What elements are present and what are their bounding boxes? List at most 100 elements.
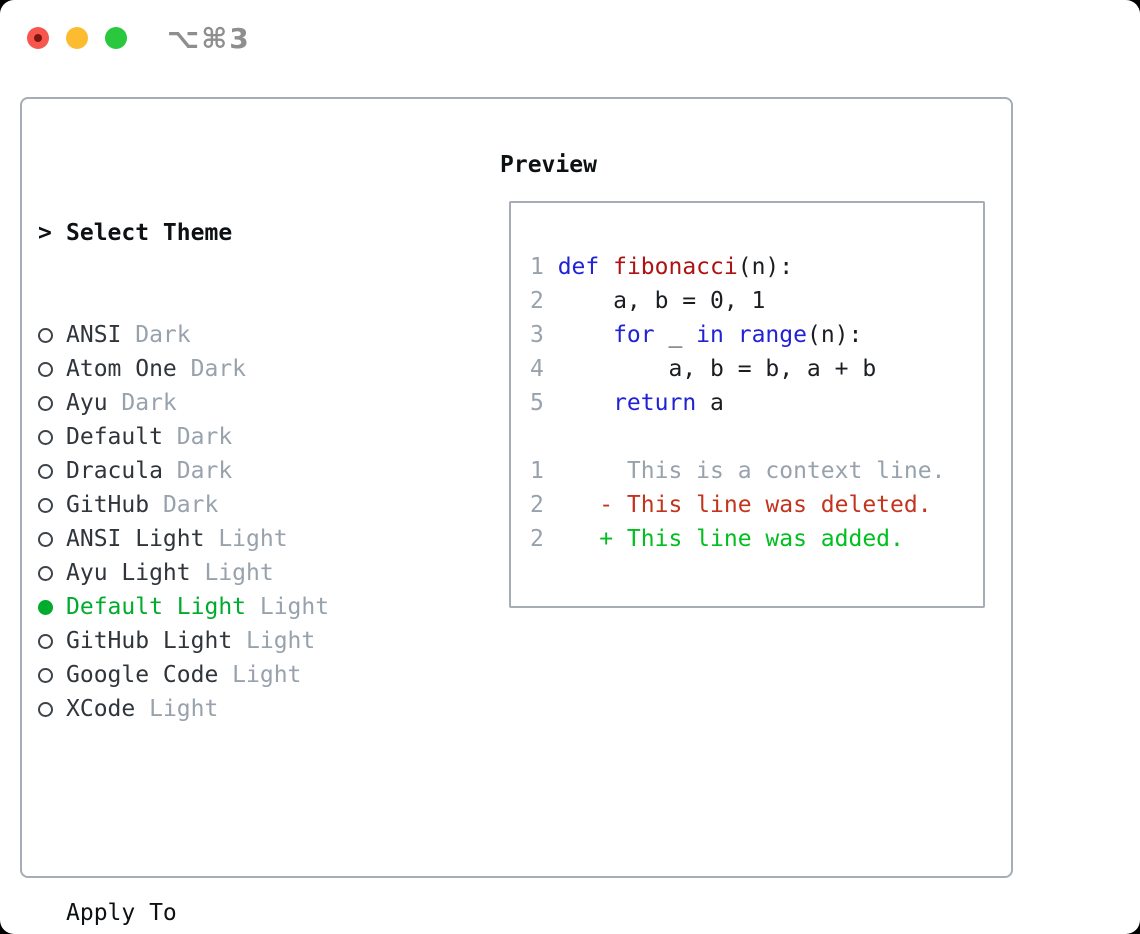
code-segment: [558, 318, 613, 352]
code-segment: fibonacci: [613, 254, 738, 280]
theme-option-github[interactable]: GitHub Dark: [38, 488, 478, 522]
radio-icon: [38, 497, 53, 513]
code-segment: [724, 318, 738, 352]
radio-marker: [38, 531, 66, 547]
zoom-button[interactable]: [105, 27, 127, 49]
option-variant: Light: [232, 662, 302, 688]
code-segment: a, b = b, a + b: [557, 356, 877, 382]
radio-marker: [38, 497, 66, 513]
radio-icon: [38, 361, 53, 377]
option-variant: Light: [246, 628, 316, 654]
code-segment: in: [696, 322, 724, 348]
titlebar: ⌥⌘3: [0, 0, 1140, 76]
line-number: 4: [530, 356, 544, 382]
option-label: ANSI: [66, 322, 122, 348]
preview-title: Preview: [500, 152, 597, 178]
theme-option-ayu[interactable]: Ayu Dark: [38, 386, 478, 420]
code-segment: return: [613, 390, 697, 416]
option-variant: Light: [259, 594, 330, 620]
option-label: ANSI Light: [66, 526, 205, 552]
option-variant: Dark: [176, 424, 233, 450]
code-segment: a, b = 0, 1: [557, 288, 766, 314]
theme-picker-header: > Select Theme: [38, 216, 478, 250]
apply-to-title: Apply To: [66, 900, 177, 926]
theme-option-xcode[interactable]: XCode Light: [38, 692, 478, 726]
line-number: [530, 420, 558, 454]
radio-marker: [38, 429, 66, 445]
theme-option-atom-one[interactable]: Atom One Dark: [38, 352, 478, 386]
code-line: 2 + This line was added.: [530, 522, 945, 556]
radio-icon: [38, 701, 53, 717]
spacer: [38, 794, 478, 828]
code-line: 3 for _ in range(n):: [530, 318, 945, 352]
line-number: 3: [530, 322, 544, 348]
minimize-button[interactable]: [66, 27, 88, 49]
theme-option-default-light[interactable]: Default Light Light: [38, 590, 478, 624]
code-line: 4 a, b = b, a + b: [530, 352, 945, 386]
radio-icon: [38, 667, 53, 683]
radio-icon: [38, 463, 53, 479]
option-label: Default Light: [66, 594, 247, 620]
apply-to-header: Apply To: [38, 896, 478, 930]
radio-marker: [38, 701, 66, 717]
radio-selected-icon: [38, 599, 53, 615]
code-line: [530, 420, 945, 454]
code-segment: (n):: [737, 254, 794, 280]
theme-picker-title: Select Theme: [66, 220, 233, 246]
theme-option-ansi[interactable]: ANSI Dark: [38, 318, 478, 352]
option-variant: Dark: [190, 356, 247, 382]
code-segment: [558, 386, 613, 420]
option-label: GitHub: [66, 492, 150, 518]
line-number: 1: [530, 458, 544, 484]
option-variant: Dark: [121, 390, 177, 416]
radio-icon: [38, 429, 53, 445]
option-variant: Dark: [135, 322, 191, 348]
code-segment: a: [696, 390, 724, 416]
close-button[interactable]: [27, 27, 49, 49]
radio-icon: [38, 633, 53, 649]
code-segment: range: [737, 322, 807, 348]
option-variant: Light: [204, 560, 274, 586]
radio-icon: [38, 395, 53, 411]
radio-marker: [38, 667, 66, 683]
line-number: 5: [530, 390, 544, 416]
code-segment: for: [613, 322, 655, 348]
radio-marker: [38, 633, 66, 649]
line-number: 2: [530, 526, 544, 552]
option-variant: Light: [149, 696, 219, 722]
code-line: 1 This is a context line.: [530, 454, 945, 488]
code-segment: (n):: [806, 322, 863, 348]
option-label: Atom One: [66, 356, 177, 382]
code-segment: - This line was deleted.: [557, 492, 932, 518]
option-label: Dracula: [66, 458, 163, 484]
option-label: Ayu: [66, 390, 108, 416]
radio-marker: [38, 565, 66, 581]
code-line: 5 return a: [530, 386, 945, 420]
radio-icon: [38, 327, 53, 343]
window-title: ⌥⌘3: [167, 21, 251, 55]
option-variant: Dark: [162, 492, 219, 518]
radio-icon: [38, 565, 53, 581]
code-segment: + This line was added.: [557, 526, 904, 552]
theme-option-ansi-light[interactable]: ANSI Light Light: [38, 522, 478, 556]
radio-icon: [38, 531, 53, 547]
line-number: 1: [530, 254, 544, 280]
code-segment: _: [654, 322, 697, 348]
option-variant: Light: [218, 526, 288, 552]
radio-marker: [38, 463, 66, 479]
radio-marker: [38, 327, 66, 343]
close-dot-icon: [34, 34, 42, 42]
cursor-icon: >: [38, 220, 52, 246]
option-label: XCode: [66, 696, 136, 722]
